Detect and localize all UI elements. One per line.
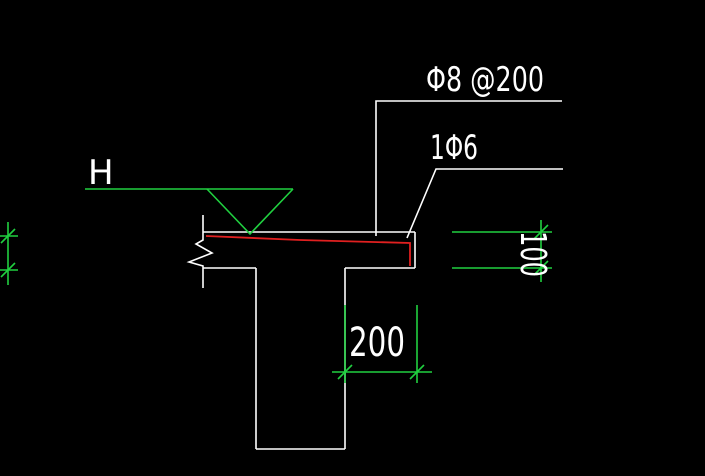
top-rebar-label: Φ8 @200: [426, 60, 544, 100]
top-rebar-leader: [375, 100, 562, 236]
level-mark-label: H: [88, 153, 114, 193]
width-dimension: [332, 305, 432, 383]
width-dimension-label: 200: [349, 320, 405, 366]
break-line-symbol: [186, 215, 214, 288]
height-dimension-label: 100: [512, 231, 553, 277]
edge-rebar-leader: [406, 168, 563, 239]
left-edge-dimension-fragment: [0, 222, 18, 285]
edge-rebar-label: 1Φ6: [430, 128, 478, 168]
top-rebar-line: [205, 235, 411, 266]
height-dimension: [452, 220, 552, 282]
level-indicator: [85, 188, 294, 236]
